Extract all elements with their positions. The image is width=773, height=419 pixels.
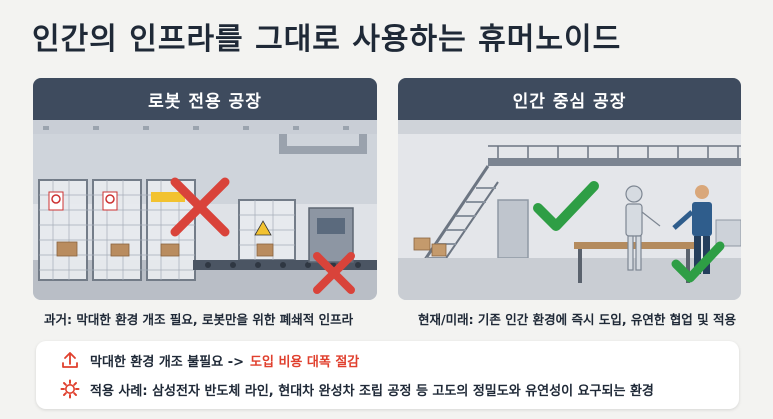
panel-header-right: 인간 중심 공장 — [398, 78, 741, 120]
gear-icon — [60, 379, 80, 399]
panel-header-left: 로봇 전용 공장 — [33, 78, 377, 120]
robot-factory-illustration — [33, 120, 377, 300]
red-x-icon — [170, 177, 230, 237]
human-centric-factory-panel: 인간 중심 공장 — [398, 78, 741, 300]
info-box: 막대한 환경 개조 불필요 -> 도입 비용 대폭 절감 적용 사례: 삼성전자… — [36, 341, 739, 409]
green-check-icon — [671, 241, 725, 283]
row1-text: 막대한 환경 개조 불필요 -> — [90, 354, 244, 370]
caption-left: 과거: 막대한 환경 개조 필요, 로봇만을 위한 폐쇄적 인프라 — [44, 312, 354, 327]
row2-text: 적용 사례: 삼성전자 반도체 라인, 현대차 완성차 조립 공정 등 고도의 … — [90, 383, 654, 399]
use-case-row: 적용 사례: 삼성전자 반도체 라인, 현대차 완성차 조립 공정 등 고도의 … — [60, 379, 654, 399]
caption-right: 현재/미래: 기존 인간 환경에 즉시 도입, 유연한 협업 및 적용 — [418, 312, 736, 327]
human-factory-illustration — [398, 120, 741, 300]
robot-only-factory-panel: 로봇 전용 공장 — [33, 78, 377, 300]
upload-arrow-icon — [62, 352, 78, 368]
page-title: 인간의 인프라를 그대로 사용하는 휴머노이드 — [32, 22, 622, 57]
row1-highlight: 도입 비용 대폭 절감 — [250, 354, 360, 370]
red-x-icon — [313, 252, 355, 294]
green-check-icon — [533, 181, 599, 231]
cost-saving-row: 막대한 환경 개조 불필요 -> 도입 비용 대폭 절감 — [60, 350, 359, 370]
